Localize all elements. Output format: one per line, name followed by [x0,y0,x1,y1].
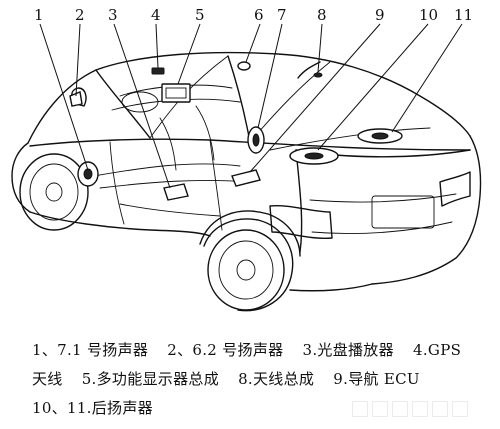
legend: 1、7.1 号扬声器 2、6.2 号扬声器 3.光盘播放器 4.GPS 天线 5… [32,336,492,423]
multifunction-display [161,83,191,103]
legend-item: 5.多功能显示器总成 [81,370,219,388]
navigation-ecu [231,169,261,187]
callout-5: 5 [195,6,205,24]
callout-3: 3 [108,6,118,24]
callout-6: 6 [254,6,264,24]
legend-item: 1、7.1 号扬声器 [32,341,149,359]
legend-item: 10、11.后扬声器 [32,399,153,417]
callout-8: 8 [317,6,327,24]
callout-10: 10 [419,6,438,24]
legend-row-3: 10、11.后扬声器 [32,394,492,423]
callout-numbers: 1 2 3 4 5 6 7 8 9 10 11 [34,6,473,24]
callout-4: 4 [151,6,161,24]
audio-parts [69,61,403,201]
legend-row-1: 1、7.1 号扬声器 2、6.2 号扬声器 3.光盘播放器 4.GPS [32,336,492,365]
legend-item: 3.光盘播放器 [302,341,394,359]
disc-player [163,183,189,201]
legend-item: 9.导航 ECU [333,370,420,388]
callout-1: 1 [34,6,44,24]
car-audio-diagram: 1 2 3 4 5 6 7 8 9 10 11 [11,6,482,312]
front-tweeter [69,91,83,107]
rear-tweeter [237,61,251,71]
legend-item: 2、6.2 号扬声器 [167,341,284,359]
legend-item: 天线 [32,370,63,388]
callout-11: 11 [454,6,473,24]
legend-item: 4.GPS [413,341,462,359]
legend-item: 8.天线总成 [238,370,315,388]
legend-row-2: 天线 5.多功能显示器总成 8.天线总成 9.导航 ECU [32,365,492,394]
watermark [352,401,492,423]
car-body [11,51,482,312]
gps-antenna [151,67,165,75]
callout-7: 7 [277,6,287,24]
leader-lines [39,23,463,189]
callout-9: 9 [375,6,385,24]
callout-2: 2 [75,6,85,24]
roof-antenna [297,61,321,79]
